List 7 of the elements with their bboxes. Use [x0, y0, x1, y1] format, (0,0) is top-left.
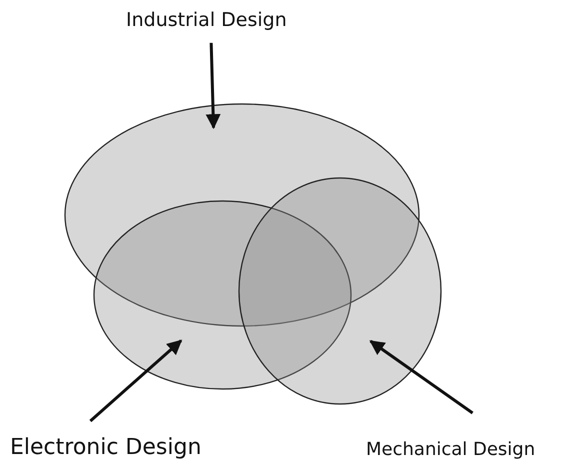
- leader-arrow: [206, 42, 221, 130]
- design-area-ellipse: [238, 177, 442, 405]
- area-label: Electronic Design: [10, 436, 202, 460]
- area-label: Industrial Design: [126, 10, 287, 31]
- leader-arrow: [369, 340, 474, 414]
- leader-arrow: [89, 339, 182, 422]
- area-label: Mechanical Design: [366, 440, 536, 460]
